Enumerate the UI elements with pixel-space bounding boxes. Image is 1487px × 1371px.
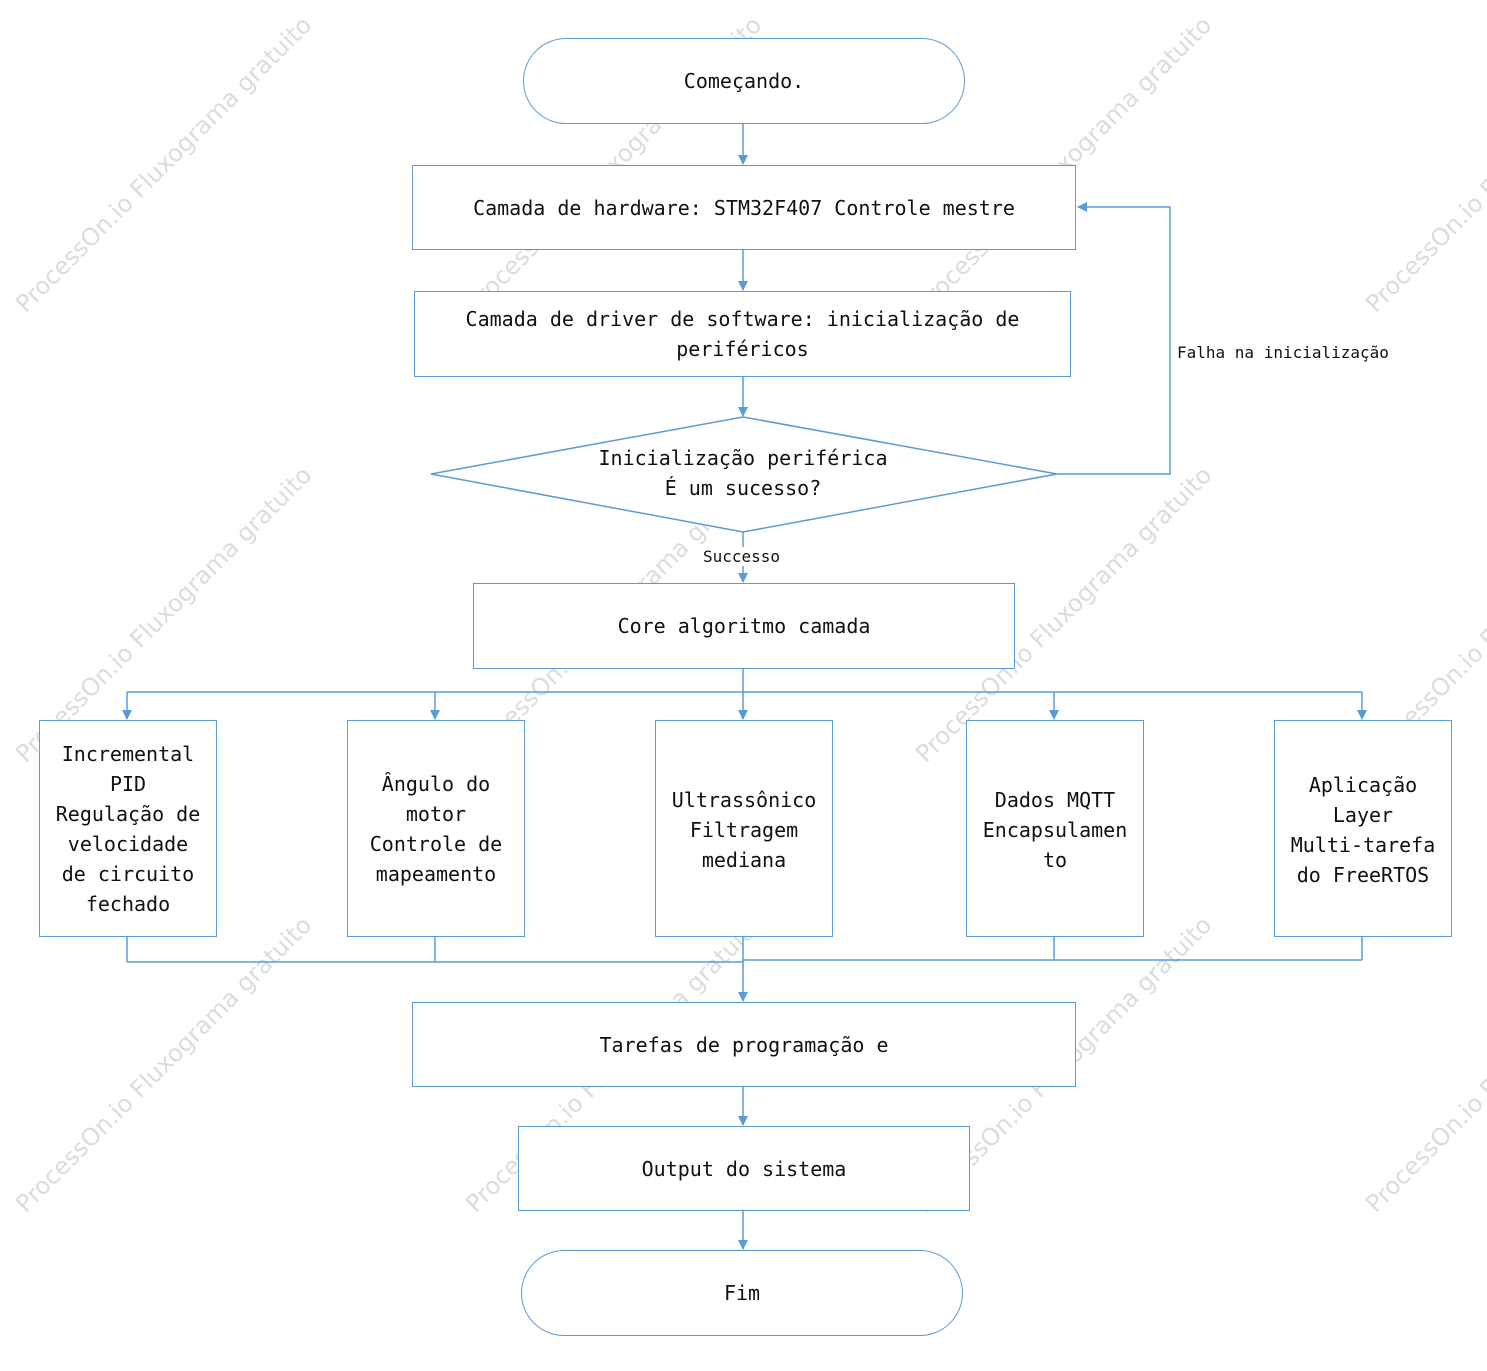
software-driver-box: Camada de driver de software: inicializa…: [414, 291, 1071, 377]
task-scheduling-box: Tarefas de programação e: [412, 1002, 1076, 1087]
motor-angle-box: Ângulo do motor Controle de mapeamento: [347, 720, 525, 937]
decision-diamond: [430, 416, 1058, 533]
edge-fail-loop: [1057, 202, 1171, 475]
system-output-box: Output do sistema: [518, 1126, 970, 1211]
hardware-layer-box: Camada de hardware: STM32F407 Controle m…: [412, 165, 1076, 250]
start-node: Começando.: [523, 38, 965, 124]
fail-edge-label: Falha na inicialização: [1177, 343, 1389, 362]
core-algorithm-box: Core algoritmo camada: [473, 583, 1015, 669]
end-node: Fim: [521, 1250, 963, 1336]
decision-text: Inicialização periférica É um sucesso?: [598, 446, 888, 500]
pid-box: Incremental PID Regulação de velocidade …: [39, 720, 217, 937]
application-layer-box: Aplicação Layer Multi-tarefa do FreeRTOS: [1274, 720, 1452, 937]
mqtt-box: Dados MQTT Encapsulamen to: [966, 720, 1144, 937]
success-edge-label: Successo: [703, 547, 781, 566]
ultrasonic-box: Ultrassônico Filtragem mediana: [655, 720, 833, 937]
